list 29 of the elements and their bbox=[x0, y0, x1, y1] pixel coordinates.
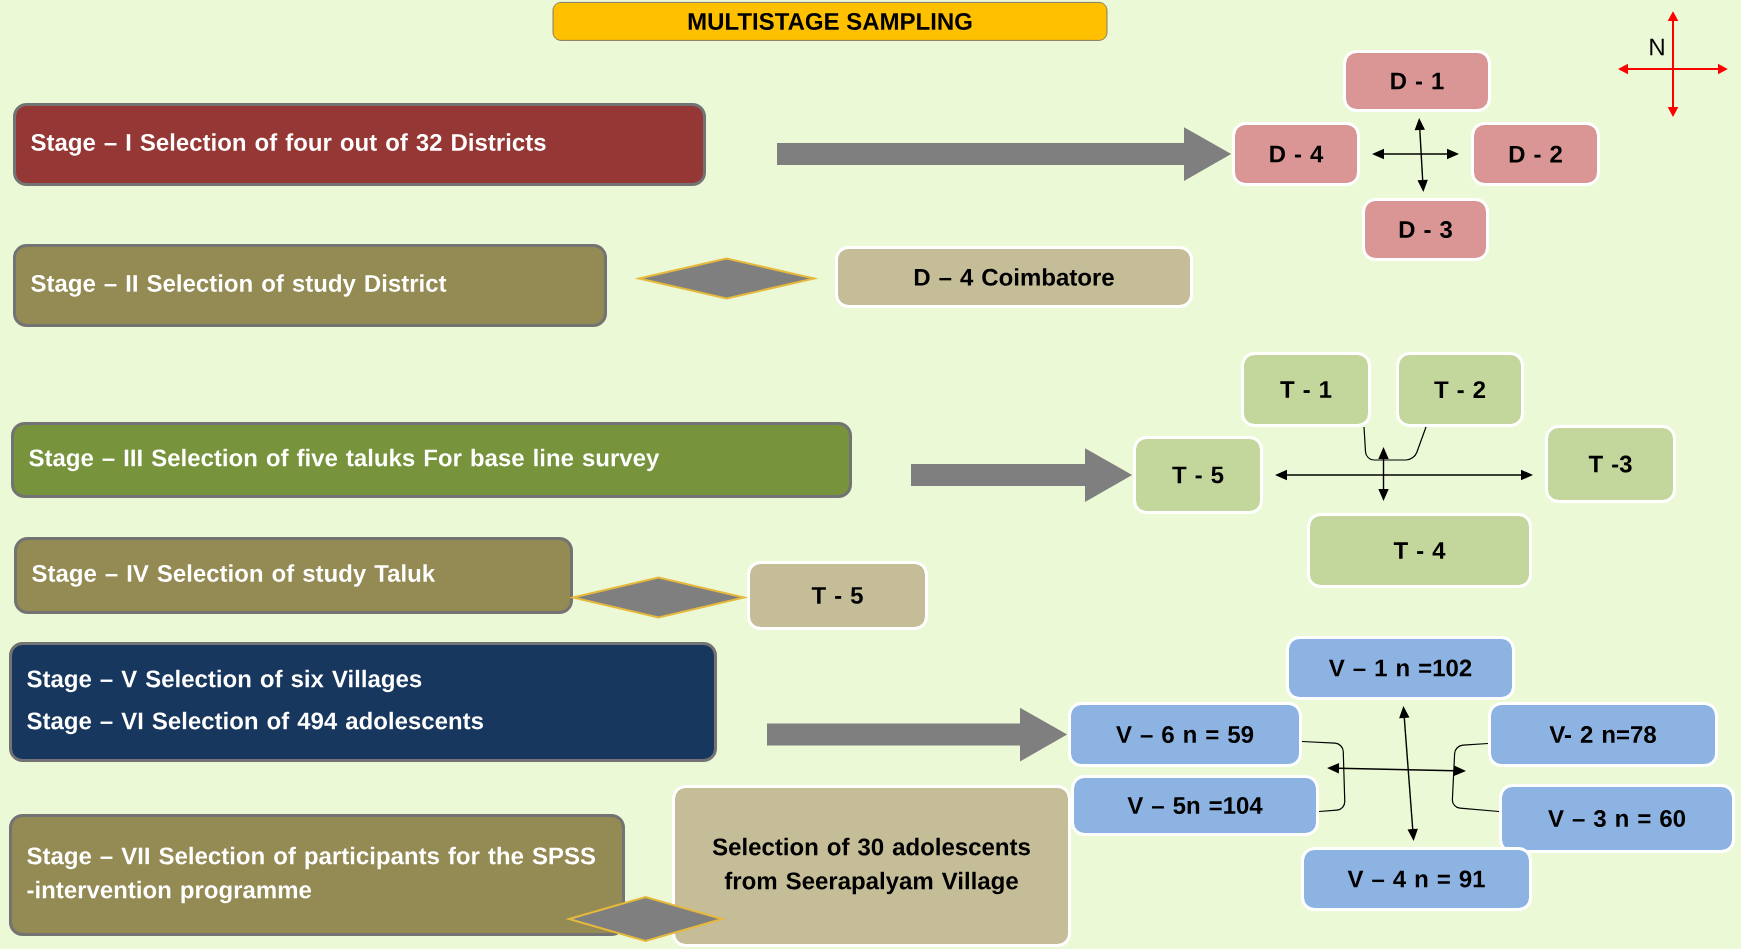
stage-box: Stage – II Selection of study District bbox=[13, 244, 607, 327]
sample-box: D - 3 bbox=[1362, 198, 1489, 261]
bracket bbox=[1451, 742, 1500, 813]
sample-box: T - 1 bbox=[1241, 352, 1371, 427]
sample-box: V – 6 n = 59 bbox=[1068, 702, 1302, 767]
stage-box: Stage – III Selection of five taluks For base line survey bbox=[11, 422, 852, 498]
sample-box: T - 2 bbox=[1396, 352, 1524, 427]
sample-box: T - 5 bbox=[1133, 436, 1263, 514]
selection-box: Selection of 30 adolescents from Seerapalyam Village bbox=[672, 785, 1071, 947]
sample-box: V – 4 n = 91 bbox=[1301, 847, 1532, 911]
stage-box: Stage – I Selection of four out of 32 Districts bbox=[13, 103, 706, 186]
sample-box: T - 4 bbox=[1307, 513, 1532, 588]
sample-box: D - 2 bbox=[1471, 122, 1600, 186]
compass-letter: N bbox=[1650, 38, 1664, 56]
sample-box: T - 5 bbox=[747, 561, 928, 630]
sample-box: D – 4 Coimbatore bbox=[835, 246, 1193, 308]
stage-box: Stage – IV Selection of study Taluk bbox=[14, 537, 573, 614]
sample-box: T -3 bbox=[1545, 425, 1676, 503]
bracket bbox=[1301, 740, 1346, 813]
title-box: MULTISTAGE SAMPLING bbox=[552, 2, 1108, 41]
sample-box: V- 2 n=78 bbox=[1488, 702, 1718, 767]
bracket bbox=[1363, 426, 1427, 461]
sample-box: V – 3 n = 60 bbox=[1499, 784, 1735, 853]
sample-box: V – 1 n =102 bbox=[1286, 636, 1515, 700]
sample-box: V – 5n =104 bbox=[1071, 775, 1319, 836]
stage-box: Stage – VII Selection of participants for the SPSS -intervention programme bbox=[9, 814, 625, 936]
stage-box: Stage – V Selection of six Villages Stage – VI Selection of 494 adolescents bbox=[9, 642, 717, 762]
sample-box: D - 1 bbox=[1343, 50, 1491, 112]
sample-box: D - 4 bbox=[1232, 122, 1360, 186]
